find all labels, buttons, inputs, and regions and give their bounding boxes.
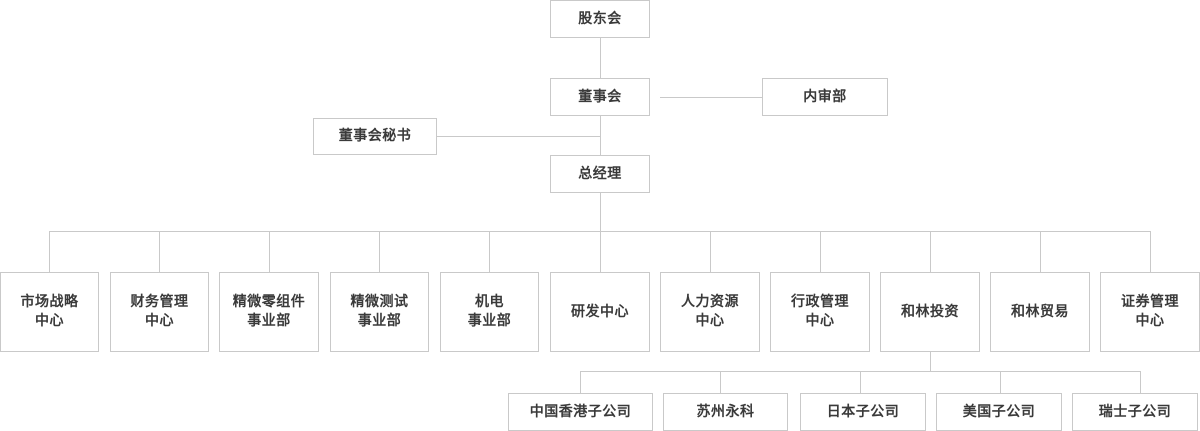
connector-drop-helin-trade (1040, 231, 1041, 272)
node-precision-components-division[interactable]: 精微零组件 事业部 (219, 272, 319, 352)
node-shareholders[interactable]: 股东会 (550, 0, 650, 38)
connector-drop-administration (820, 231, 821, 272)
node-switzerland-subsidiary[interactable]: 瑞士子公司 (1072, 393, 1198, 431)
connector-drop-hongkong-sub (580, 371, 581, 393)
connector-drop-japan-sub (860, 371, 861, 393)
node-electromechanical-division[interactable]: 机电 事业部 (440, 272, 539, 352)
node-hr-center[interactable]: 人力资源 中心 (660, 272, 760, 352)
connector-shareholders-board (600, 38, 601, 78)
connector-secretary-gm (437, 136, 600, 137)
node-suzhou-yongke[interactable]: 苏州永科 (663, 393, 788, 431)
connector-drop-precision-testing (379, 231, 380, 272)
connector-drop-market-strategy (49, 231, 50, 272)
connector-drop-usa-sub (1000, 371, 1001, 393)
node-finance-management-center[interactable]: 财务管理 中心 (110, 272, 209, 352)
node-audit-department[interactable]: 内审部 (762, 78, 888, 116)
connector-drop-hr (710, 231, 711, 272)
node-board-secretary[interactable]: 董事会秘书 (313, 118, 437, 155)
node-usa-subsidiary[interactable]: 美国子公司 (936, 393, 1062, 431)
node-hongkong-subsidiary[interactable]: 中国香港子公司 (508, 393, 653, 431)
connector-drop-helin-investment (930, 231, 931, 272)
connector-drop-switzerland-sub (1140, 371, 1141, 393)
connector-board-gm (600, 116, 601, 155)
connector-drop-precision-components (269, 231, 270, 272)
connector-drop-electromechanical (489, 231, 490, 272)
connector-gm-bus (600, 193, 601, 232)
node-general-manager[interactable]: 总经理 (550, 155, 650, 193)
node-market-strategy-center[interactable]: 市场战略 中心 (0, 272, 99, 352)
connector-drop-suzhou-yongke (720, 371, 721, 393)
connector-drop-securities (1150, 231, 1151, 272)
connector-board-audit (660, 97, 762, 98)
node-helin-trade[interactable]: 和林贸易 (990, 272, 1090, 352)
node-administration-center[interactable]: 行政管理 中心 (770, 272, 870, 352)
node-securities-management-center[interactable]: 证券管理 中心 (1100, 272, 1200, 352)
node-rd-center[interactable]: 研发中心 (550, 272, 650, 352)
node-japan-subsidiary[interactable]: 日本子公司 (800, 393, 926, 431)
node-helin-investment[interactable]: 和林投资 (880, 272, 980, 352)
connector-drop-rd-center (600, 231, 601, 272)
node-precision-testing-division[interactable]: 精微测试 事业部 (330, 272, 429, 352)
connector-drop-finance (159, 231, 160, 272)
connector-helin-to-sub-bus (930, 352, 931, 371)
node-board[interactable]: 董事会 (550, 78, 650, 116)
